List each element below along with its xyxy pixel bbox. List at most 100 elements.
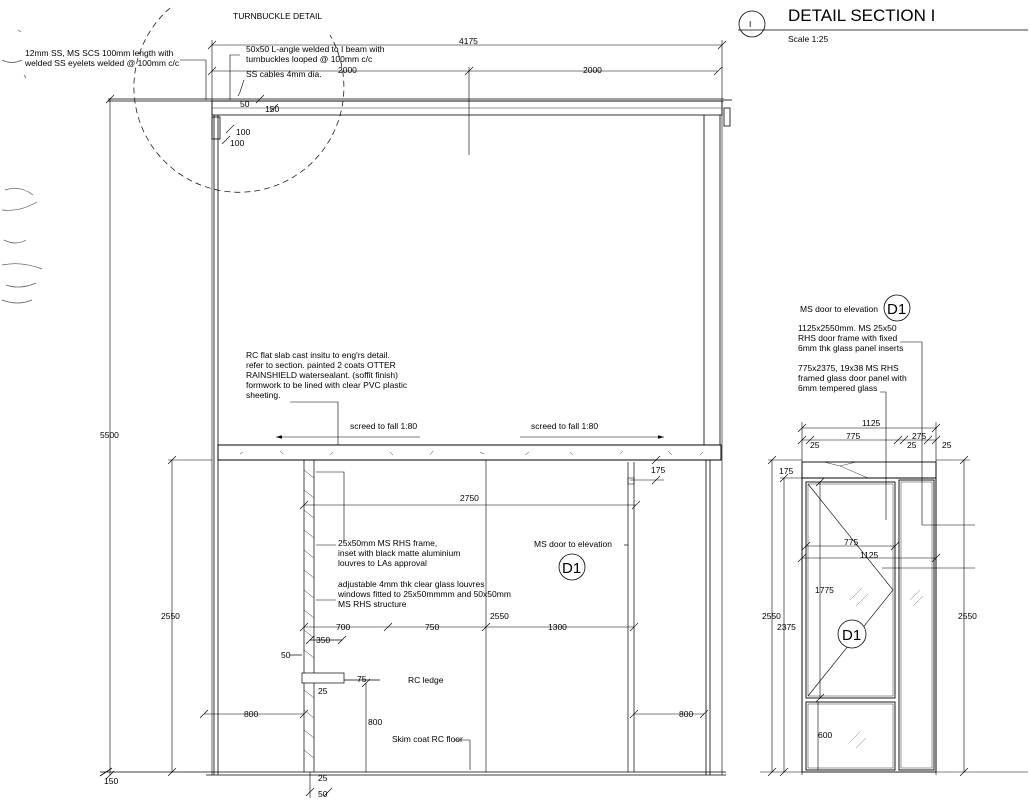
dim-100a-label: 100 [236,127,250,137]
note-rc-slab: RC flat slab cast insitu to eng'rs detai… [246,350,408,445]
svg-text:RAINSHIELD watersealant. (soff: RAINSHIELD watersealant. (soffit finish) [246,370,398,380]
rc-ledge-label: RC ledge [408,675,444,685]
dim-25-ledge-label: 25 [318,686,328,696]
elev-dims-inner [797,477,975,770]
note-door-panel: 775x2375, 19x38 MS RHS framed glass door… [798,363,907,520]
dim-5500-label: 5500 [100,430,119,440]
elev-25a-label: 25 [810,440,820,450]
elev-600-label: 600 [818,730,832,740]
dim-750-label: 750 [425,622,439,632]
skim-coat-leader [455,739,471,770]
note-ss-scs: 12mm SS, MS SCS 100mm length with welded… [24,48,207,100]
d1-tag-elev-label: D1 [883,294,911,322]
svg-text:1125x2550mm. MS 25x50: 1125x2550mm. MS 25x50 [798,323,897,333]
svg-text:D1: D1 [842,627,861,644]
d1-tag-section: D1 [558,553,586,581]
elev-775-in-label: 775 [844,537,858,547]
svg-text:SS cables 4mm dia.: SS cables 4mm dia. [246,69,322,79]
dim-ticks-bottom [305,772,333,798]
svg-text:turnbuckles looped @ 100mm c/c: turnbuckles looped @ 100mm c/c [246,54,373,64]
ms-door-elev-label: MS door to elevation [800,304,878,314]
d1-tag-elev-door: D1 [837,619,867,649]
dim-2000b-label: 2000 [583,65,602,75]
dim-800-right-label: 800 [679,709,693,719]
dim-4175-label: 4175 [459,36,478,46]
dim-2000-row [207,66,723,155]
elev-2550-right-label: 2550 [958,611,977,621]
elev-dims-side [760,455,1028,777]
svg-text:RHS door frame with fixed: RHS door frame with fixed [798,333,897,343]
page-title: DETAIL SECTION I [788,6,935,25]
door-section [624,462,635,772]
dim-1300-label: 1300 [548,622,567,632]
louvre-wall [303,460,315,772]
svg-text:12mm SS, MS SCS 100mm length w: 12mm SS, MS SCS 100mm length with [25,48,174,58]
turnbuckle-detail-circle: TURNBUCKLE DETAIL [133,7,345,193]
dim-25-bot-label: 25 [318,773,328,783]
elev-2375-label: 2375 [777,622,796,632]
elev-1775-label: 1775 [815,585,834,595]
svg-text:louvres to LAs approval: louvres to LAs approval [338,558,427,568]
dim-2550-mid-label: 2550 [490,611,509,621]
svg-text:framed glass door panel with: framed glass door panel with [798,373,907,383]
svg-text:refer to section. painted 2 co: refer to section. painted 2 coats OTTER [246,360,396,370]
svg-text:6mm tempered glass: 6mm tempered glass [798,383,877,393]
svg-text:windows fitted to 25x50mmmm an: windows fitted to 25x50mmmm and 50x50mm [337,589,511,599]
dim-800-row [199,678,709,772]
note-l-angle: 50x50 L-angle welded to I beam with turn… [229,44,385,100]
dim-2750-label: 2750 [460,493,479,503]
dim-800-mid-label: 800 [368,717,382,727]
dim-350-label: 350 [316,635,330,645]
elev-175-label: 175 [779,466,793,476]
elev-2550-left-label: 2550 [762,611,781,621]
dim-75-label: 75 [357,674,367,684]
svg-text:775x2375, 19x38 MS RHS: 775x2375, 19x38 MS RHS [798,363,899,373]
svg-text:MS RHS structure: MS RHS structure [338,599,407,609]
elev-1125-label: 1125 [862,418,881,428]
dim-150-label: 150 [265,104,279,114]
dim-175-ticks [630,455,664,485]
dim-700-label: 700 [336,622,350,632]
elev-775-label: 775 [846,431,860,441]
svg-text:adjustable 4mm thk clear glass: adjustable 4mm thk clear glass louvres [338,579,484,589]
dim-50-ledge-label: 50 [281,650,291,660]
note-rhs-frame: 25x50mm MS RHS frame, inset with black m… [316,471,460,568]
turnbuckle-title: TURNBUCKLE DETAIL [233,11,322,21]
elev-25b-label: 25 [907,440,917,450]
door-elevation [801,461,937,773]
rc-ledge [290,635,380,684]
rc-slab [217,444,722,461]
dim-overall-4175 [207,40,727,775]
skim-coat-label: Skim coat RC floor [392,734,463,744]
svg-text:RC flat slab cast insitu to en: RC flat slab cast insitu to eng'rs detai… [246,350,390,360]
dim-100b-label: 100 [230,138,244,148]
elev-1125-in-label: 1125 [860,550,879,560]
svg-text:25x50mm MS RHS frame,: 25x50mm MS RHS frame, [338,538,437,548]
top-i-beam [108,98,732,140]
dim-row-mid [299,460,639,772]
dim-800-left-label: 800 [244,709,258,719]
svg-text:6mm thk glass panel inserts: 6mm thk glass panel inserts [798,343,903,353]
elev-275-label: 275 [912,431,926,441]
elev-dims-top [797,422,941,775]
floor-slab [99,767,726,777]
svg-text:welded SS eyelets welded @ 100: welded SS eyelets welded @ 100mm c/c [24,58,180,68]
ms-door-section-label: MS door to elevation [534,539,612,549]
dim-2550-left-label: 2550 [161,611,180,621]
note-ss-cables: SS cables 4mm dia. [237,69,322,97]
dim-50-bot-label: 50 [318,789,328,799]
note-door-frame: 1125x2550mm. MS 25x50 RHS door frame wit… [798,323,975,526]
section-marker: I [738,10,1028,38]
svg-text:formwork to be lined with clea: formwork to be lined with clear PVC plas… [246,380,408,390]
note-glass-louvres: adjustable 4mm thk clear glass louvres w… [316,579,511,609]
scale-label: Scale 1:25 [788,34,828,44]
svg-text:inset with black matte alumini: inset with black matte aluminium [338,548,460,558]
screed-left-label: screed to fall 1:80 [350,421,417,431]
svg-text:D1: D1 [562,560,581,577]
dim-175-label: 175 [651,465,665,475]
dim-150-bot-label: 150 [104,776,118,786]
svg-text:D1: D1 [887,301,906,318]
glass-hatch [849,587,924,749]
elev-25c-label: 25 [942,440,952,450]
svg-text:sheeting.: sheeting. [246,390,281,400]
